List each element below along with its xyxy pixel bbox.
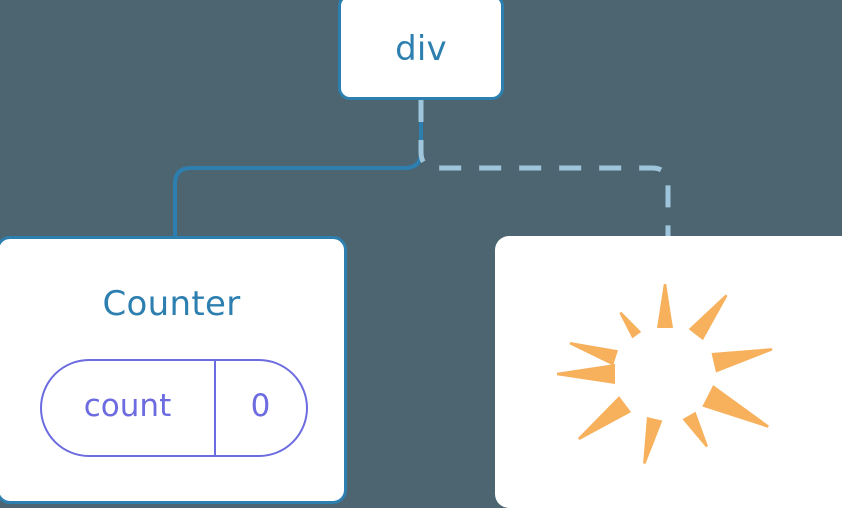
node-div[interactable]: div xyxy=(338,0,504,100)
state-pill-count[interactable]: count 0 xyxy=(39,359,308,457)
sparkle-ray-7 xyxy=(682,411,708,448)
node-div-label: div xyxy=(395,29,447,69)
edge-div-to-loading xyxy=(418,100,671,236)
sparkle-ray-3 xyxy=(569,342,618,366)
sparkle-burst-icon xyxy=(557,284,773,464)
sparkle-ray-2 xyxy=(619,311,642,339)
node-loading-placeholder[interactable] xyxy=(495,236,842,508)
sparkle-ray-1 xyxy=(657,284,673,328)
sparkle-ray-9 xyxy=(711,348,773,373)
node-counter[interactable]: Counter count 0 xyxy=(0,236,347,504)
state-pill-key: count xyxy=(83,388,172,424)
sparkle-ray-8 xyxy=(702,385,769,428)
state-pill-value: 0 xyxy=(213,361,306,455)
sparkle-ray-5 xyxy=(578,396,632,440)
edge-div-to-counter xyxy=(173,98,423,238)
node-counter-label: Counter xyxy=(102,284,241,324)
sparkle-ray-4 xyxy=(557,364,615,384)
sparkle-ray-10 xyxy=(688,294,728,341)
sparkle-ray-6 xyxy=(643,417,663,464)
